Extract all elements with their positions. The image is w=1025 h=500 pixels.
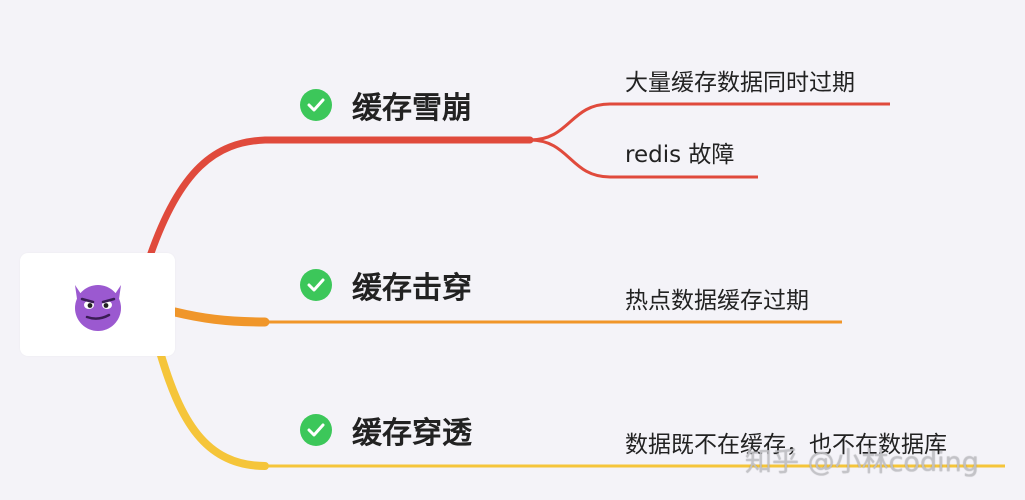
leaf-node[interactable]: 大量缓存数据同时过期 bbox=[625, 70, 855, 96]
leaf-node[interactable]: 数据既不在缓存，也不在数据库 bbox=[625, 432, 947, 458]
topic-huancun-chuantou[interactable]: 缓存穿透 bbox=[300, 408, 472, 452]
branch-line-huancun-xuebeng bbox=[146, 136, 534, 260]
leaf-node[interactable]: 热点数据缓存过期 bbox=[625, 288, 809, 314]
check-icon bbox=[300, 89, 332, 121]
leaf-node[interactable]: redis 故障 bbox=[625, 142, 735, 168]
leaf-line-1 bbox=[529, 102, 890, 142]
check-icon bbox=[300, 414, 332, 446]
topic-huancun-xuebeng[interactable]: 缓存雪崩 bbox=[300, 83, 472, 127]
branch-line-huancun-jichuan bbox=[170, 307, 270, 327]
root-node[interactable] bbox=[20, 253, 175, 356]
branch-line-huancun-chuantou bbox=[156, 348, 269, 470]
topic-label: 缓存击穿 bbox=[352, 271, 472, 306]
check-icon bbox=[300, 269, 332, 301]
topic-label: 缓存穿透 bbox=[352, 416, 472, 451]
watermark: 知乎 @小林coding bbox=[745, 447, 979, 478]
devil-face-icon bbox=[74, 284, 121, 331]
leaf-line-2 bbox=[529, 138, 758, 179]
topic-huancun-jichuan[interactable]: 缓存击穿 bbox=[300, 263, 472, 307]
topic-label: 缓存雪崩 bbox=[352, 91, 472, 126]
